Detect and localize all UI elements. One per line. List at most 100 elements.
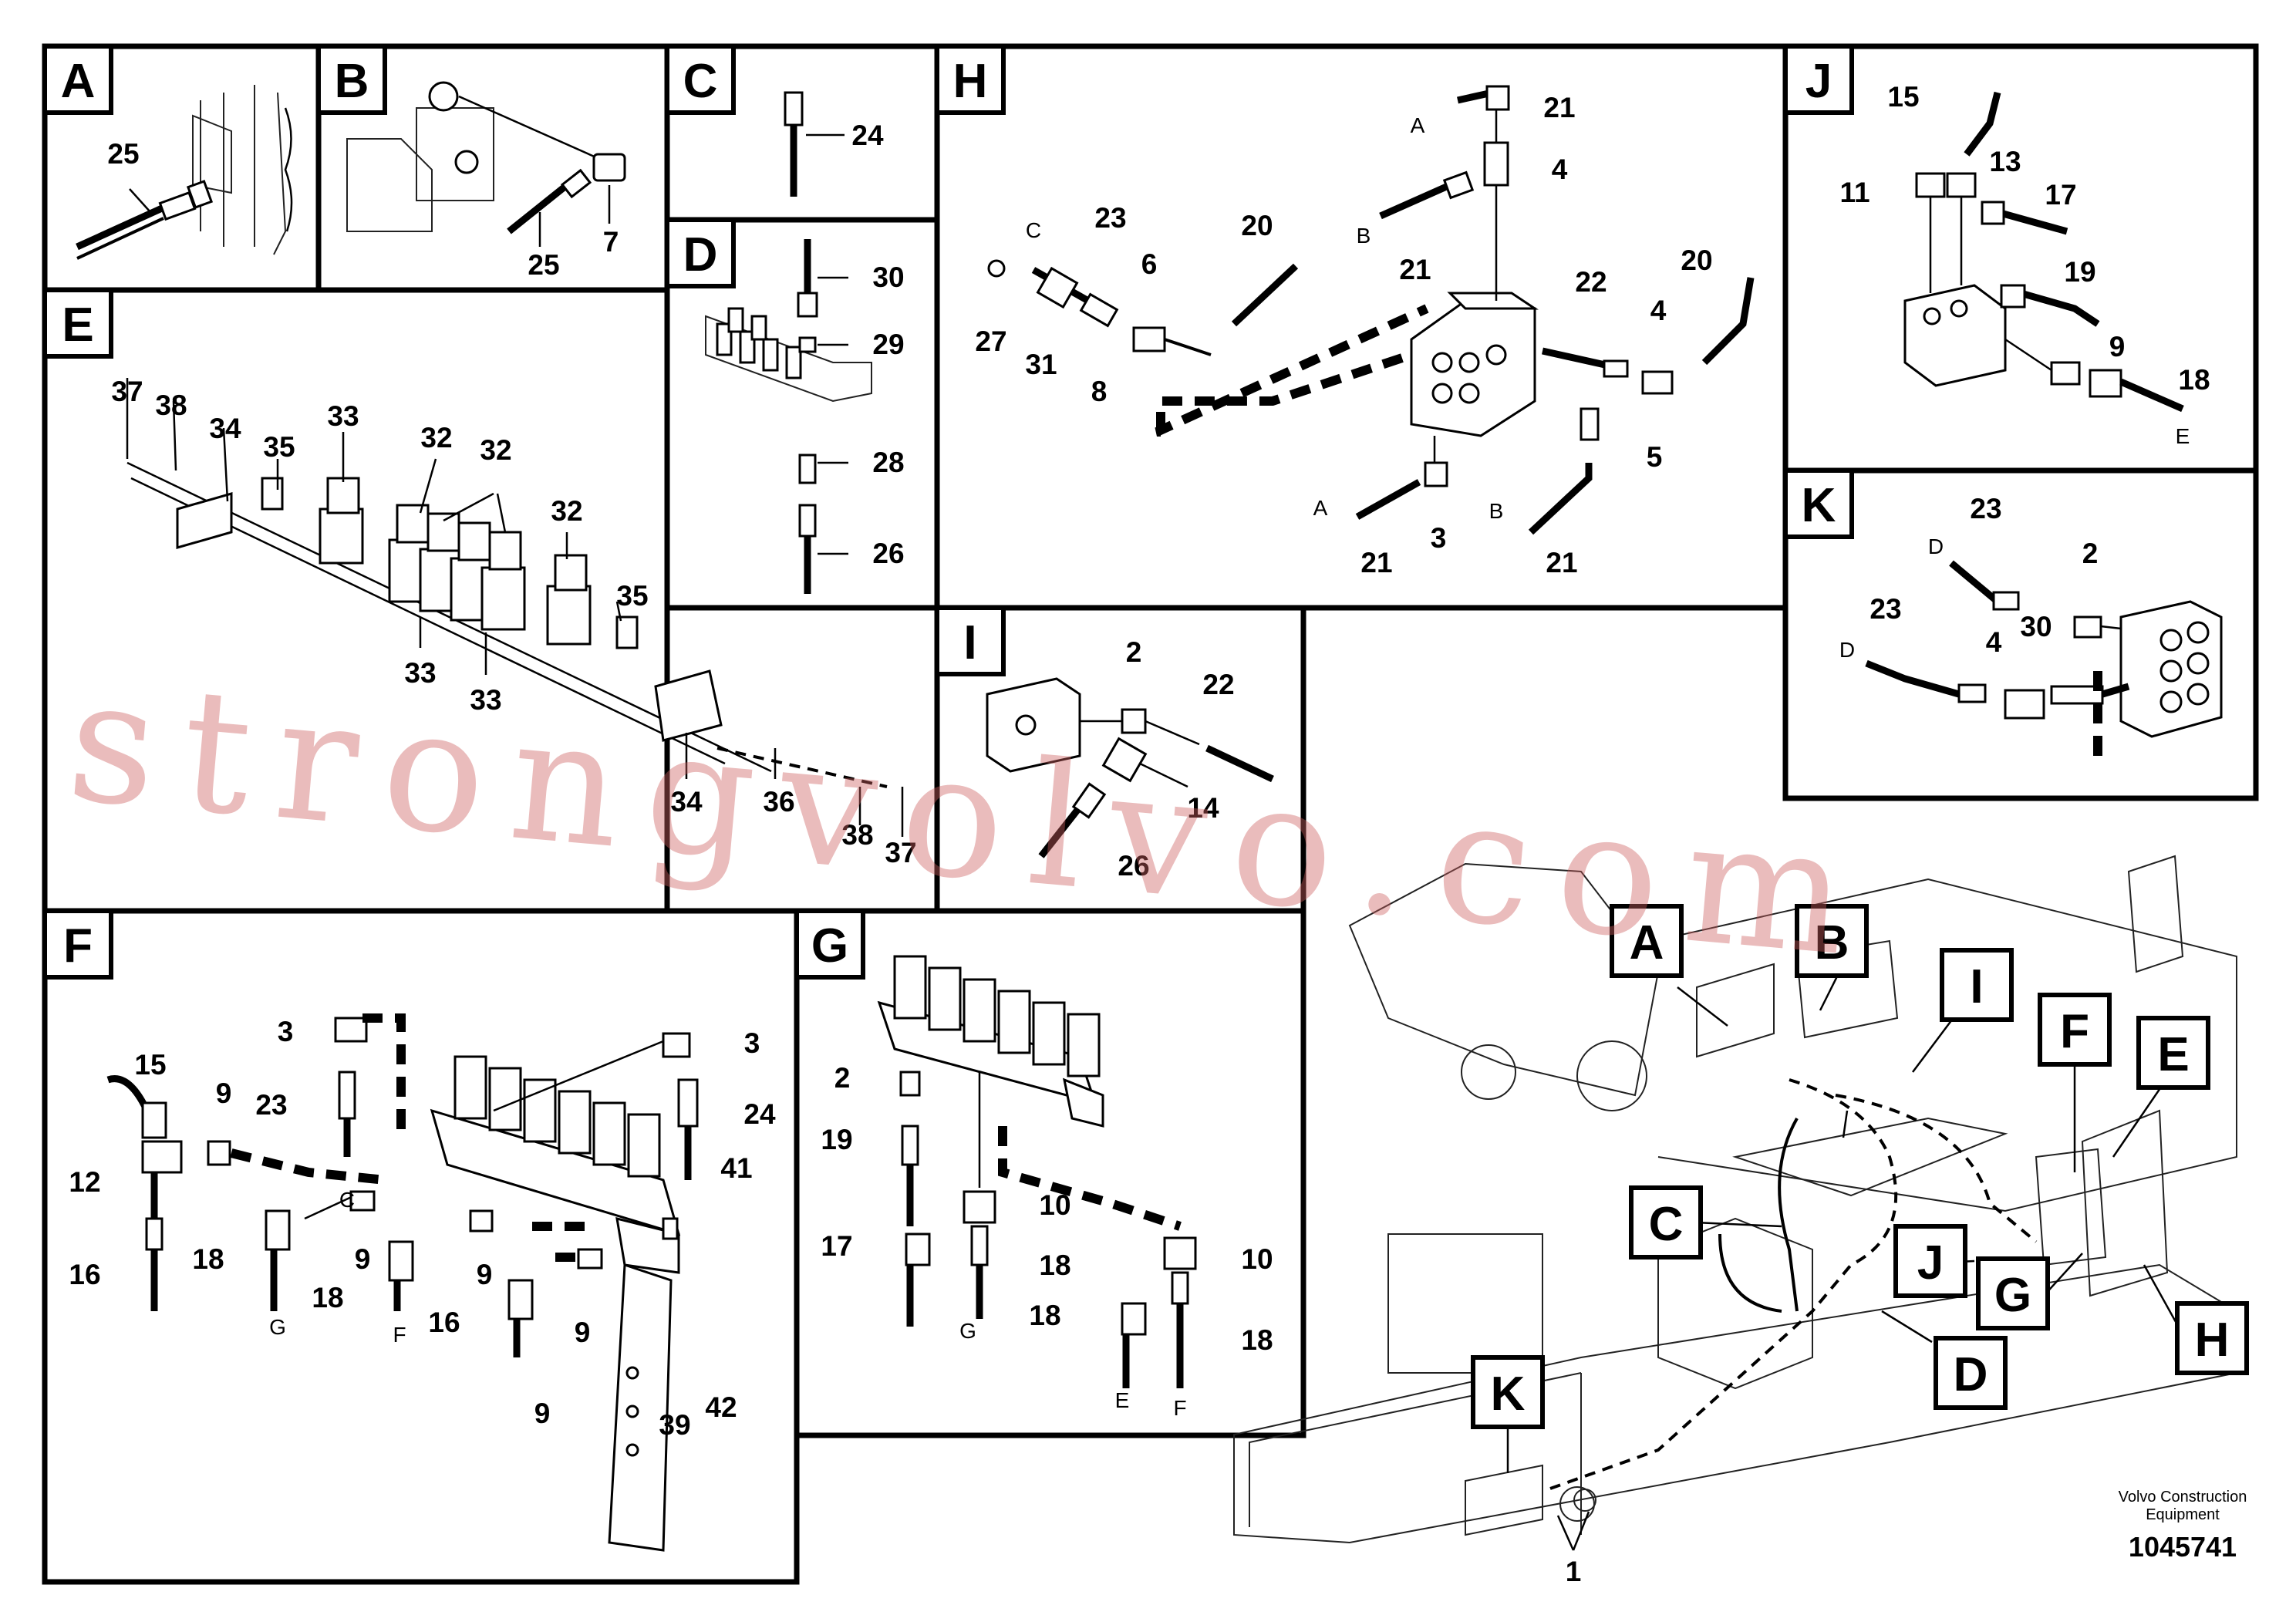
label-19: 19 — [821, 1124, 852, 1155]
label-4: 4 — [1650, 295, 1667, 326]
label-18: 18 — [192, 1243, 224, 1275]
panel-b-tag: B — [335, 55, 369, 108]
panel-h-tag: H — [953, 55, 988, 108]
panel-i: I 2 22 14 26 — [934, 605, 1306, 914]
panel-j: J 15 13 11 17 19 9 18 E — [1782, 43, 2259, 474]
callout-f: F — [2060, 1005, 2089, 1058]
label-2: 2 — [2082, 538, 2099, 569]
label-8: 8 — [1091, 376, 1108, 407]
panel-k-tag: K — [1802, 479, 1836, 532]
label-3: 3 — [278, 1016, 294, 1047]
panel-e: E 37 38 34 35 33 32 32 32 33 33 35 34 — [42, 287, 917, 914]
label-28: 28 — [872, 447, 904, 478]
label-21: 21 — [1399, 254, 1431, 285]
credit-line-1: Volvo Construction — [2119, 1489, 2247, 1506]
callout-i: I — [1970, 960, 1983, 1013]
label-4: 4 — [1552, 153, 1568, 185]
callout-c: C — [1649, 1198, 1684, 1251]
callout-k: K — [1491, 1367, 1526, 1421]
callout-j: J — [1917, 1236, 1944, 1290]
letter-b: B — [1357, 224, 1371, 248]
panel-i-tag: I — [963, 616, 976, 669]
panel-a: A 25 — [42, 43, 322, 293]
label-40: 42 — [705, 1391, 737, 1423]
label-32: 32 — [551, 495, 582, 527]
panel-j-tag: J — [1805, 55, 1832, 108]
label-3: 3 — [744, 1027, 760, 1059]
letter-b: B — [1489, 499, 1504, 523]
label-22: 22 — [1202, 669, 1234, 700]
letter-g: G — [959, 1319, 976, 1343]
label-23: 23 — [255, 1089, 287, 1121]
label-25: 25 — [107, 138, 139, 170]
label-12: 12 — [69, 1166, 100, 1198]
label-4: 4 — [1986, 626, 2002, 658]
panel-e-tag: E — [62, 298, 93, 352]
panel-f-tag: F — [63, 919, 93, 973]
label-34: 34 — [209, 413, 241, 444]
letter-g: G — [269, 1315, 286, 1339]
label-31: 31 — [1025, 349, 1057, 380]
label-9: 9 — [575, 1317, 591, 1348]
label-18: 18 — [2178, 364, 2210, 396]
label-17: 17 — [2045, 179, 2076, 211]
letter-e: E — [2176, 424, 2190, 448]
label-9: 9 — [216, 1077, 232, 1109]
panel-f: F — [42, 908, 800, 1585]
label-24: 24 — [851, 120, 884, 151]
label-27: 27 — [975, 325, 1006, 357]
label-15: 15 — [134, 1049, 166, 1081]
label-33: 33 — [404, 657, 436, 689]
panel-h: H A 21 4 C 2 — [934, 43, 1789, 611]
label-26: 26 — [1118, 850, 1149, 882]
panel-g: G 2 19 10 17 18 G 10 18 18 E F — [794, 908, 1306, 1438]
callout-b: B — [1815, 916, 1849, 969]
label-18: 18 — [1241, 1324, 1273, 1356]
label-20: 20 — [1241, 210, 1273, 241]
letter-d: D — [1839, 638, 1855, 662]
letter-a: A — [1411, 113, 1425, 137]
label-17: 17 — [821, 1230, 852, 1262]
panel-c: C 24 — [664, 43, 940, 223]
label-38: 38 — [841, 819, 873, 851]
label-37: 37 — [885, 837, 916, 868]
label-38: 38 — [155, 389, 187, 421]
label-11: 11 — [1839, 177, 1870, 208]
label-2: 2 — [834, 1062, 851, 1094]
panel-g-tag: G — [811, 919, 848, 973]
label-39: 9 — [534, 1398, 551, 1429]
label-34: 34 — [670, 786, 703, 818]
panel-b: B 25 7 — [315, 43, 670, 293]
callout-e: E — [2157, 1028, 2189, 1081]
document-number: 1045741 — [2129, 1531, 2237, 1563]
label-32: 32 — [480, 434, 511, 466]
label-7: 7 — [603, 226, 619, 258]
label-23: 23 — [1094, 202, 1126, 234]
letter-d: D — [1928, 534, 1944, 558]
label-42: 39 — [659, 1409, 690, 1441]
label-35: 35 — [263, 431, 295, 463]
label-26: 26 — [872, 538, 904, 569]
label-2: 2 — [1126, 636, 1142, 668]
label-19: 19 — [2064, 256, 2095, 288]
panel-d: D 30 29 28 26 — [664, 217, 940, 611]
label-15: 15 — [1887, 81, 1919, 113]
label-30: 30 — [872, 261, 904, 293]
overview-callouts: A B I C F E J G H D K 1 — [1471, 904, 2249, 1587]
callout-d: D — [1954, 1348, 1988, 1401]
panel-c-tag: C — [683, 55, 718, 108]
label-14: 14 — [1187, 792, 1219, 824]
callout-a: A — [1630, 916, 1664, 969]
label-36: 36 — [763, 786, 794, 818]
letter-c: C — [1026, 218, 1041, 242]
label-37: 37 — [111, 376, 143, 407]
label-3: 3 — [1431, 522, 1447, 554]
label-41: 41 — [720, 1152, 752, 1184]
letter-f: F — [393, 1323, 406, 1347]
label-25: 25 — [528, 249, 559, 281]
label-18: 18 — [1029, 1300, 1060, 1331]
label-33: 33 — [327, 400, 359, 432]
label-21: 21 — [1546, 547, 1577, 578]
letter-e: E — [1115, 1388, 1130, 1412]
